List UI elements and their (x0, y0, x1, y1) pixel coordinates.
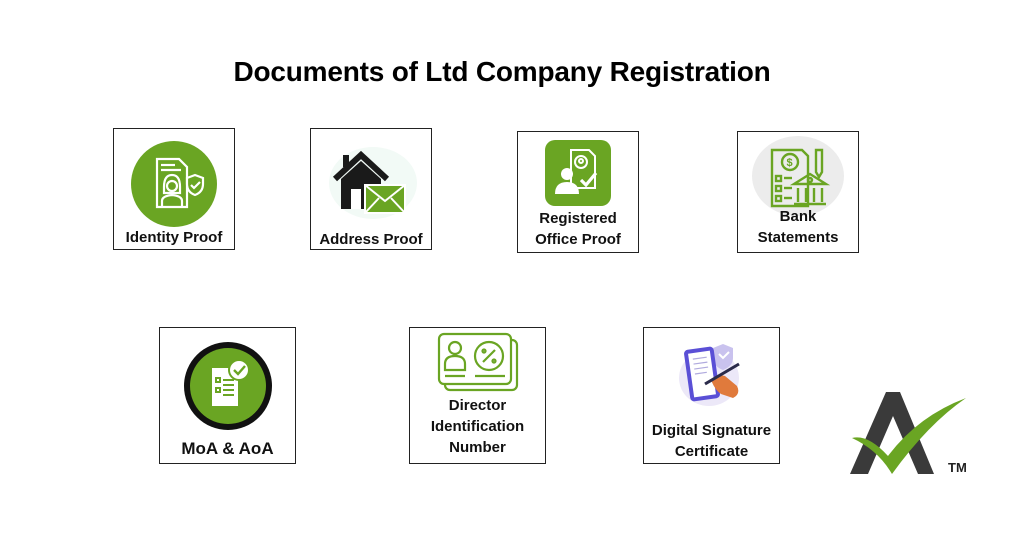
document-label: Director Identification Number (410, 395, 545, 458)
label-line: Statements (757, 229, 839, 246)
document-card-digital-signature-certificate: Digital Signature Certificate (643, 327, 780, 464)
phone-signature-icon (678, 344, 740, 406)
page-title: Documents of Ltd Company Registration (233, 56, 771, 87)
document-card-identity-proof: Identity Proof (113, 128, 235, 250)
document-label: Registered Office Proof (518, 208, 638, 250)
document-card-director-identification-number: Director Identification Number (409, 327, 546, 464)
document-card-registered-office-proof: Registered Office Proof (517, 131, 639, 253)
person-document-check-icon (545, 140, 611, 206)
document-card-address-proof: Address Proof (310, 128, 432, 250)
label-line: Bank (779, 208, 817, 225)
label-line: Digital Signature (651, 422, 772, 439)
document-label: Digital Signature Certificate (644, 420, 779, 462)
svg-text:$: $ (787, 157, 793, 169)
document-label: Bank Statements (738, 206, 858, 248)
trademark-label: TM (948, 460, 967, 475)
house-envelope-icon (329, 147, 417, 219)
label-line: Director (448, 397, 507, 414)
document-card-bank-statements: $ Bank Statements (737, 131, 859, 253)
brand-logo-icon: TM (850, 392, 967, 475)
document-card-moa-aoa: MoA & AoA (159, 327, 296, 464)
label-line: Registered (539, 210, 617, 227)
id-card-icon (437, 332, 518, 392)
document-label: Address Proof (319, 231, 423, 248)
document-label: MoA & AoA (181, 439, 274, 458)
document-label: Identity Proof (125, 229, 223, 246)
label-line: Certificate (674, 443, 749, 460)
label-line: Number (449, 439, 506, 456)
identity-person-shield-icon (131, 141, 217, 227)
bank-statement-icon: $ (752, 136, 844, 216)
label-line: Identification (430, 418, 525, 435)
document-check-circle-icon (183, 342, 272, 430)
label-line: Office Proof (535, 231, 621, 248)
